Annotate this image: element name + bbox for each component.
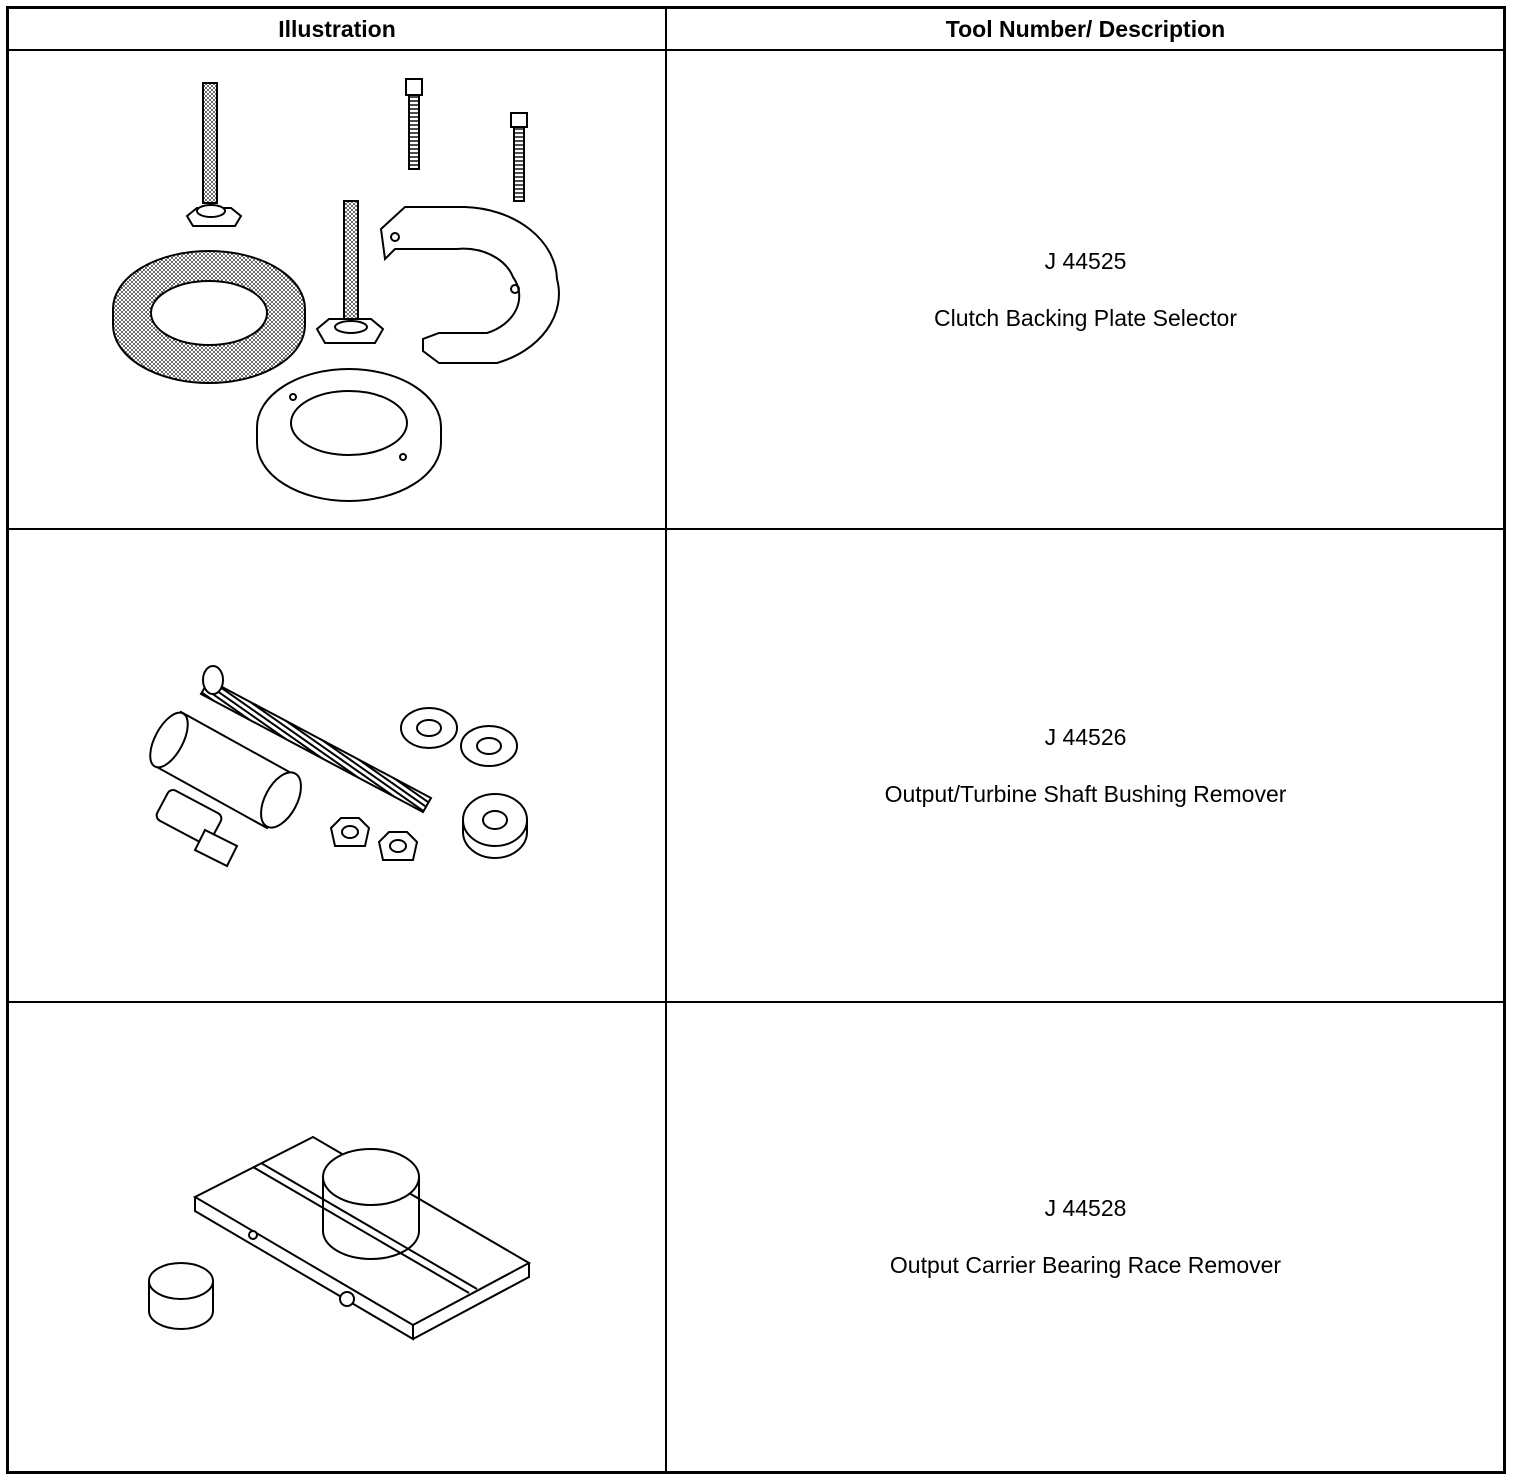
bearing-race-remover-illustration — [148, 1135, 532, 1341]
illustration-cell — [9, 51, 665, 528]
row-divider — [9, 528, 1503, 530]
tool-description: Output/Turbine Shaft Bushing Remover — [884, 780, 1287, 807]
tool-table: Illustration Tool Number/ Description — [6, 6, 1506, 1474]
shaft-bushing-remover-illustration — [149, 665, 528, 868]
header-tool-description: Tool Number/ Description — [945, 16, 1226, 42]
header-illustration: Illustration — [278, 16, 396, 42]
tool-number: J 44526 — [1044, 723, 1127, 750]
header-divider — [9, 49, 1503, 51]
clutch-backing-plate-selector-illustration — [112, 78, 560, 502]
tool-description: Output Carrier Bearing Race Remover — [889, 1252, 1282, 1278]
column-divider — [665, 9, 667, 1471]
tool-description-cell: J 44526 Output/Turbine Shaft Bushing Rem… — [668, 530, 1503, 1001]
tool-description: Clutch Backing Plate Selector — [934, 304, 1237, 331]
illustration-cell — [9, 530, 665, 1001]
row-divider — [9, 1001, 1503, 1003]
illustration-cell — [9, 1003, 665, 1471]
tool-number: J 44528 — [1044, 1195, 1127, 1221]
tool-description-cell: J 44528 Output Carrier Bearing Race Remo… — [668, 1003, 1503, 1471]
tool-number: J 44525 — [1044, 247, 1127, 274]
tool-description-cell: J 44525 Clutch Backing Plate Selector — [668, 51, 1503, 528]
